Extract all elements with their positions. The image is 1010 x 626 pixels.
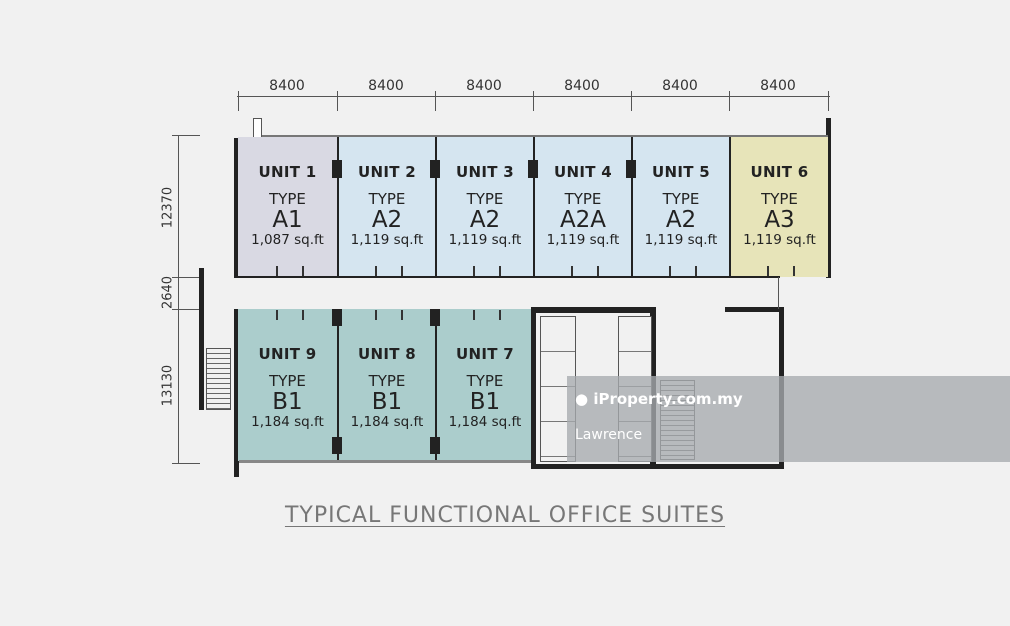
unit-type: A2 — [371, 207, 403, 233]
top-row-wall-right — [826, 118, 831, 278]
depth-dimension-line — [178, 135, 179, 463]
depth-label-bottom: 13130 — [160, 364, 176, 407]
plan-title-text: TYPICAL FUNCTIONAL OFFICE SUITES — [284, 503, 726, 528]
unit-area: 1,184 sq.ft — [251, 414, 324, 430]
unit-type: A2 — [665, 207, 697, 233]
unit-area: 1,184 sq.ft — [448, 414, 522, 430]
unit-area: 1,119 sq.ft — [448, 232, 522, 248]
stair-icon — [206, 348, 231, 410]
unit-unit: UNIT 2 — [357, 163, 416, 181]
dim-tick — [172, 277, 200, 278]
dim-tick — [238, 91, 239, 111]
core-divider — [778, 277, 779, 309]
width-label: 8400 — [662, 78, 698, 94]
top-facade — [262, 135, 828, 137]
stair-wall — [199, 268, 204, 410]
unit-unit: UNIT 1 — [258, 163, 317, 181]
unit-unit: UNIT 6 — [750, 163, 809, 181]
column-pillar — [626, 160, 636, 178]
column-pillar — [332, 309, 342, 326]
unit-area: 1,184 sq.ft — [350, 414, 424, 430]
dim-tick — [631, 91, 632, 111]
top-row-opening — [253, 118, 262, 138]
unit-type-label: TYPE — [466, 190, 504, 208]
top-row-wall — [234, 138, 239, 278]
dim-tick — [172, 463, 200, 464]
width-label: 8400 — [564, 78, 600, 94]
unit-type: A2A — [559, 207, 607, 233]
unit-type-label: TYPE — [564, 190, 602, 208]
unit-type-label: TYPE — [466, 372, 504, 390]
door-icon — [473, 310, 501, 320]
unit-unit: UNIT 9 — [258, 345, 317, 363]
depth-label-corridor: 2640 — [160, 275, 176, 310]
dim-tick — [533, 91, 534, 111]
unit-area: 1,119 sq.ft — [546, 232, 620, 248]
dim-tick — [828, 91, 829, 111]
core-wall — [725, 307, 784, 312]
column-pillar — [430, 437, 440, 454]
unit-area: 1,087 sq.ft — [251, 232, 324, 248]
bottom-row-facade — [239, 460, 532, 463]
width-label: 8400 — [466, 78, 502, 94]
door-icon — [767, 266, 795, 276]
unit-type-label: TYPE — [761, 190, 798, 208]
width-label: 8400 — [368, 78, 404, 94]
column-pillar — [332, 160, 342, 178]
door-icon — [571, 266, 599, 276]
door-icon — [375, 266, 403, 276]
unit-type-label: TYPE — [368, 372, 406, 390]
dim-tick — [172, 309, 200, 310]
column-pillar — [430, 160, 440, 178]
door-icon — [375, 310, 403, 320]
depth-label-top: 12370 — [160, 186, 176, 229]
unit-area: 1,119 sq.ft — [644, 232, 718, 248]
dim-tick — [172, 135, 200, 136]
unit-type: B1 — [272, 389, 303, 415]
unit-type-label: TYPE — [269, 190, 306, 208]
unit-type: A2 — [469, 207, 501, 233]
unit-unit: UNIT 4 — [553, 163, 612, 181]
dim-tick — [435, 91, 436, 111]
dim-tick — [729, 91, 730, 111]
watermark-brand: ● iProperty.com.my — [575, 390, 743, 408]
watermark-banner: ● iProperty.com.my Lawrence — [567, 376, 1010, 462]
width-label: 8400 — [269, 78, 305, 94]
door-icon — [276, 310, 304, 320]
plan-title: TYPICAL FUNCTIONAL OFFICE SUITES — [0, 503, 1010, 528]
door-icon — [276, 266, 304, 276]
door-icon — [473, 266, 501, 276]
door-icon — [669, 266, 697, 276]
column-pillar — [430, 309, 440, 326]
width-label: 8400 — [760, 78, 796, 94]
unit-type: B1 — [371, 389, 403, 415]
top-row-front-wall — [234, 276, 780, 278]
column-pillar — [528, 160, 538, 178]
unit-type-label: TYPE — [269, 372, 306, 390]
column-pillar — [332, 437, 342, 454]
bottom-row-wall — [234, 309, 239, 477]
unit-type-label: TYPE — [662, 190, 700, 208]
unit-type: A1 — [272, 207, 303, 233]
watermark-agent: Lawrence — [575, 427, 643, 443]
unit-unit: UNIT 8 — [357, 345, 416, 363]
unit-area: 1,119 sq.ft — [743, 232, 816, 248]
unit-area: 1,119 sq.ft — [350, 232, 424, 248]
unit-type-label: TYPE — [368, 190, 406, 208]
unit-unit: UNIT 7 — [455, 345, 514, 363]
unit-type: A3 — [764, 207, 795, 233]
unit-unit: UNIT 5 — [651, 163, 710, 181]
dim-tick — [337, 91, 338, 111]
unit-type: B1 — [469, 389, 501, 415]
unit-unit: UNIT 3 — [455, 163, 514, 181]
